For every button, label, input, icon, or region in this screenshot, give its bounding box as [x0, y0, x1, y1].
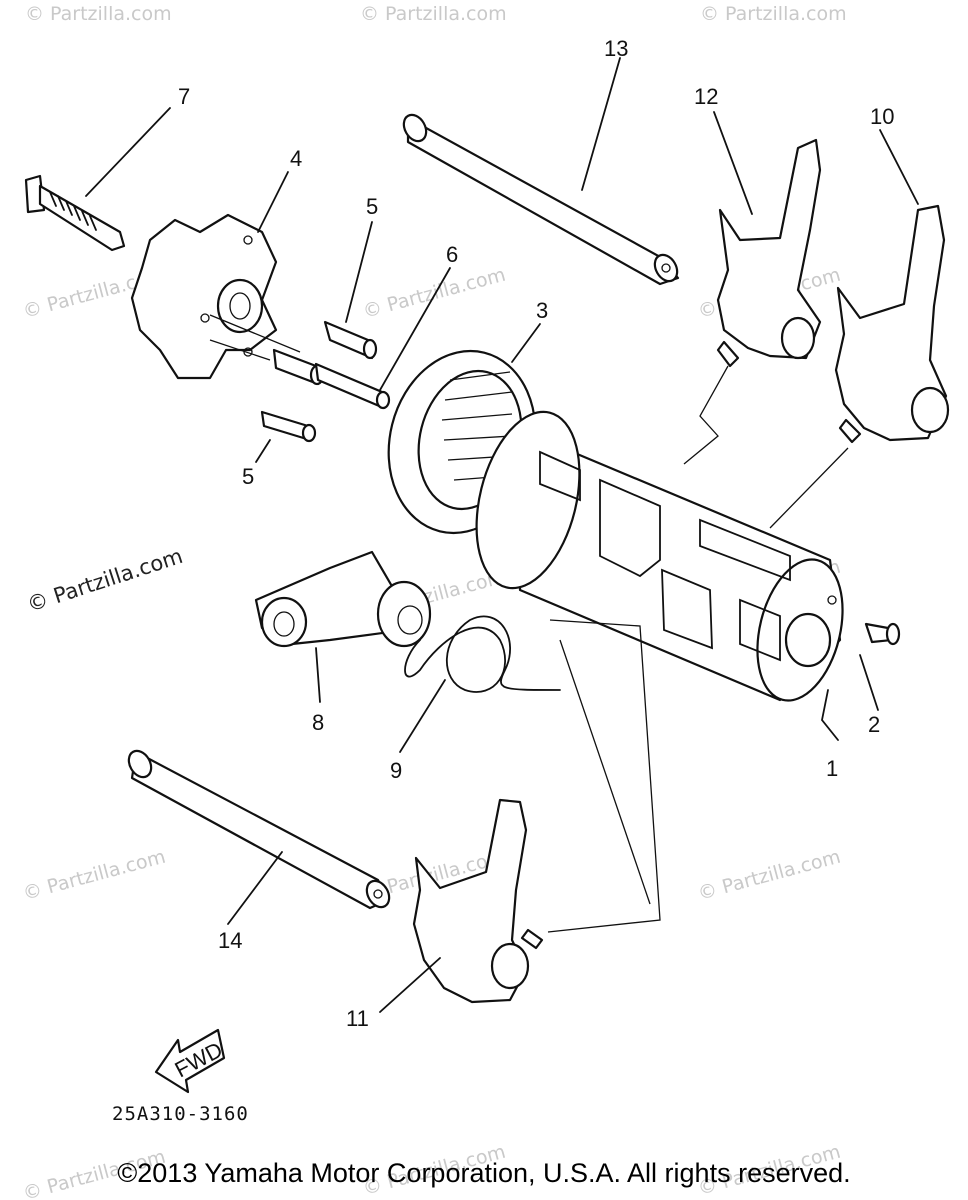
- callout-1: 1: [826, 756, 838, 781]
- part-9-spring: [404, 615, 561, 693]
- watermark-1: © Partzilla.com: [25, 3, 172, 25]
- copyright-notice: ©2013 Yamaha Motor Corporation, U.S.A. A…: [117, 1158, 851, 1188]
- watermark-2: © Partzilla.com: [360, 3, 507, 25]
- callout-9: 9: [390, 758, 402, 783]
- part-6-pin: [314, 362, 391, 410]
- part-10-shift-fork: [834, 204, 950, 444]
- callout-5-lower: 5: [242, 464, 254, 489]
- callout-10: 10: [870, 104, 894, 129]
- watermark-5: © Partzilla.com: [361, 264, 508, 323]
- callout-14: 14: [218, 928, 242, 953]
- watermark-9: © Partzilla.com: [21, 846, 168, 905]
- part-7-bolt: [24, 174, 126, 252]
- diagram-code: 25A310-3160: [112, 1103, 249, 1125]
- callout-8: 8: [312, 710, 324, 735]
- callout-3: 3: [536, 298, 548, 323]
- watermark-3: © Partzilla.com: [700, 3, 847, 25]
- callout-2: 2: [868, 712, 880, 737]
- callout-7: 7: [178, 84, 190, 109]
- callout-4: 4: [290, 146, 302, 171]
- callout-11: 11: [346, 1006, 369, 1031]
- watermark-11: © Partzilla.com: [696, 846, 843, 905]
- watermark-bold: © Partzilla.com: [24, 544, 186, 617]
- callout-13: 13: [604, 36, 628, 61]
- pin-guide-lines: [209, 314, 301, 361]
- part-4-segment: [130, 213, 278, 380]
- part-1-shift-cam: [475, 410, 844, 702]
- callout-5-upper: 5: [366, 194, 378, 219]
- fwd-arrow-icon: FWD: [154, 1028, 227, 1094]
- callout-labels: 7 4 5 6 3 13 12 10 5 8 9 14 11 2 1: [178, 36, 894, 1031]
- part-12-shift-fork: [716, 138, 822, 368]
- part-11-shift-fork: [412, 798, 544, 1004]
- part-2-screw: [864, 622, 901, 646]
- part-14-guide-bar: [127, 749, 391, 910]
- part-13-guide-bar: [402, 113, 680, 286]
- leader-lines: [85, 57, 919, 1013]
- callout-12: 12: [694, 84, 718, 109]
- callout-6: 6: [446, 242, 458, 267]
- part-8-stopper-lever: [254, 550, 432, 648]
